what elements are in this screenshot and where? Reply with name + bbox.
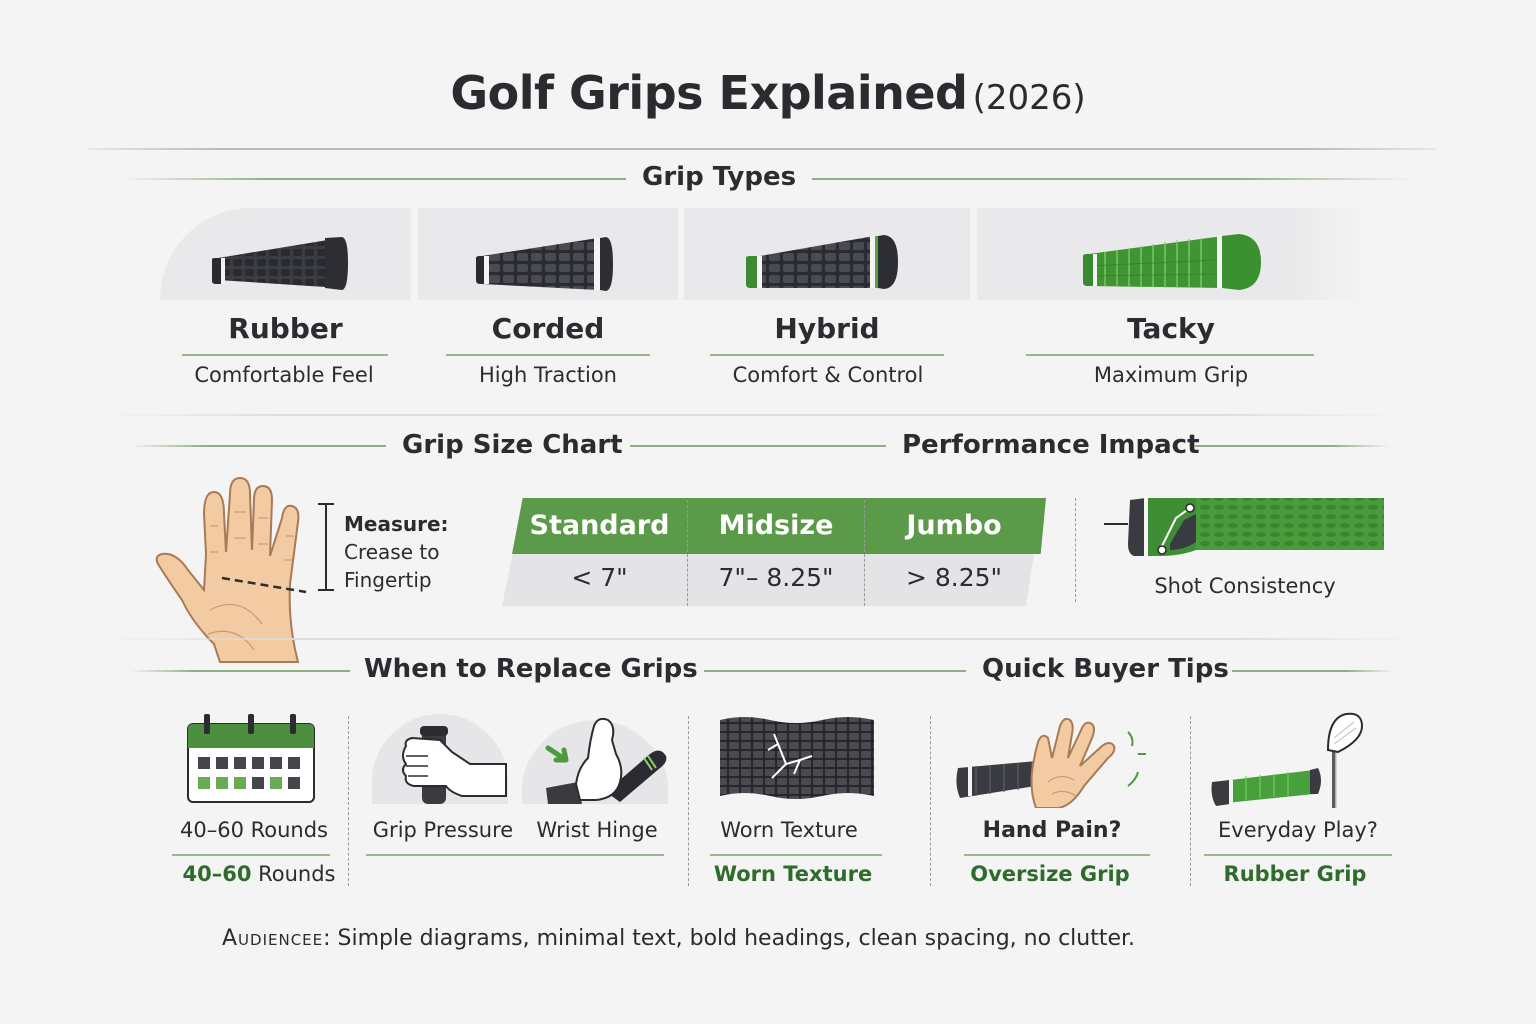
size-value-midsize: 7"– 8.25" [718,563,834,592]
section-heading-grip-types: Grip Types [642,162,797,192]
section-heading-performance-impact: Performance Impact [902,430,1200,460]
audience-note: Audiencee: Simple diagrams, minimal text… [222,926,1135,951]
grip-desc-rubber: Comfortable Feel [194,363,374,387]
worn-texture-value: Worn Texture [713,862,873,886]
rounds-label: 40–60 Rounds [179,818,328,842]
hand-pain-answer: Oversize Grip [970,862,1130,886]
grip-card-tacky [977,208,1367,300]
worn-texture-label: Worn Texture [720,818,858,842]
section-divider [100,414,1400,416]
measure-label: Measure: [344,512,449,536]
section-rule-middle [704,670,966,672]
measure-line-1: Crease to [344,540,440,564]
grip-card-hybrid [684,208,970,300]
title-main: Golf Grips Explained [450,66,968,120]
grip-divider [182,354,388,356]
item-divider [366,854,664,856]
section-rule-middle [630,445,886,447]
size-chart-value-row [502,554,1034,606]
grip-pressure-icon [372,714,508,804]
page-title: Golf Grips Explained (2026) [0,66,1536,120]
hand-pain-icon [956,717,1146,808]
grip-desc-corded: High Traction [479,363,617,387]
tacky-grip-icon [1083,234,1261,290]
grip-card-corded [418,208,678,300]
corded-grip-icon [476,237,613,291]
section-divider-vertical [348,716,349,886]
size-value-standard: < 7" [571,563,628,592]
section-rule-right [1232,670,1394,672]
everyday-play-icon [1211,712,1364,808]
grip-desc-hybrid: Comfort & Control [732,363,924,387]
section-heading-grip-size-chart: Grip Size Chart [402,430,623,460]
section-divider [100,638,1420,640]
section-divider-vertical [930,716,931,886]
size-header-standard: Standard [529,510,670,541]
wrist-hinge-label: Wrist Hinge [536,818,658,842]
grip-pressure-label: Grip Pressure [372,818,514,842]
grip-divider [446,354,650,356]
section-divider-vertical [1075,498,1076,602]
rounds-value-number: 40–60 [182,862,252,886]
rubber-grip-icon [212,237,348,290]
shot-consistency-grip-icon [1104,498,1384,556]
audience-label: Audiencee [222,926,324,951]
wrist-hinge-icon [522,717,668,804]
grip-name-rubber: Rubber [228,312,343,345]
section-heading-quick-buyer-tips: Quick Buyer Tips [982,654,1229,684]
section-divider-vertical [1190,716,1191,886]
grip-card-rubber [160,208,411,300]
item-divider [710,854,882,856]
size-chart-divider [864,500,865,606]
hand-measure-icon [155,476,307,663]
section-rule-left [130,445,386,447]
rounds-value-unit: Rounds [251,862,336,886]
grip-divider [710,354,944,356]
size-chart-divider [687,500,688,606]
everyday-play-answer: Rubber Grip [1223,862,1367,886]
grip-divider [1026,354,1314,356]
grip-name-tacky: Tacky [1127,312,1215,345]
size-header-jumbo: Jumbo [906,510,1002,541]
size-chart-header-row [512,498,1046,554]
section-rule-left [130,670,350,672]
section-heading-when-to-replace: When to Replace Grips [364,654,698,684]
grip-name-corded: Corded [491,312,605,345]
size-header-midsize: Midsize [718,510,834,541]
audience-text: : Simple diagrams, minimal text, bold he… [323,926,1136,951]
hand-pain-question: Hand Pain? [982,818,1122,843]
measure-line-2: Fingertip [344,568,432,592]
size-value-jumbo: > 8.25" [905,563,1003,592]
hybrid-grip-icon [746,235,898,289]
grip-desc-tacky: Maximum Grip [1093,363,1249,387]
title-divider [88,148,1436,150]
rounds-value: 40–60 Rounds [170,862,348,886]
shot-consistency-label: Shot Consistency [1154,574,1336,598]
section-rule-right [812,178,1412,180]
item-divider [172,854,330,856]
measure-bracket-icon [318,503,334,591]
section-rule-left [120,178,626,180]
item-divider [964,854,1150,856]
section-rule-right [1194,445,1390,447]
title-year: (2026) [972,78,1086,118]
calendar-icon [187,714,315,803]
everyday-play-question: Everyday Play? [1218,818,1378,842]
item-divider [1204,854,1392,856]
measure-instructions: Measure: Crease to Fingertip [344,510,449,594]
worn-texture-icon [720,717,874,799]
grip-name-hybrid: Hybrid [774,312,880,345]
section-divider-vertical [688,716,689,886]
